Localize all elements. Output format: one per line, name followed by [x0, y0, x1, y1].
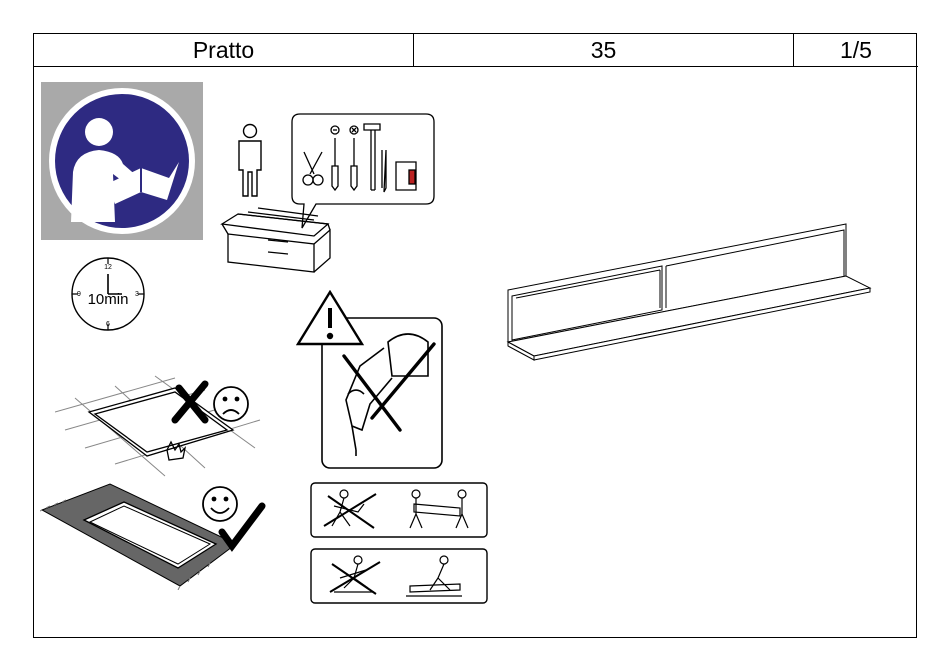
- header-table: Pratto 35 1/5: [34, 34, 918, 67]
- clock-number-6: 6: [106, 321, 110, 328]
- happy-face-icon: [203, 487, 237, 521]
- clock-number-12: 12: [104, 264, 112, 271]
- soft-surface-icon: [40, 482, 268, 590]
- no-power-drill-icon: [296, 290, 446, 470]
- page-code: 35: [414, 34, 794, 66]
- clock-number-9: 9: [77, 291, 81, 298]
- no-hard-floor-icon: [55, 368, 265, 480]
- two-person-carry-icon: [310, 482, 488, 538]
- clock-number-3: 3: [135, 291, 139, 298]
- sheet-number: 1/5: [794, 34, 918, 66]
- assembly-time: 10min: [88, 291, 129, 308]
- wall-shelf-illustration: [500, 218, 875, 362]
- clock-icon: 12 3 6 9 10min: [70, 256, 150, 332]
- model-name: Pratto: [34, 34, 414, 66]
- sad-face-icon: [214, 387, 248, 421]
- read-manual-icon: [41, 82, 203, 240]
- careful-handling-icon: [310, 548, 488, 604]
- tools-required-icon: [218, 112, 440, 282]
